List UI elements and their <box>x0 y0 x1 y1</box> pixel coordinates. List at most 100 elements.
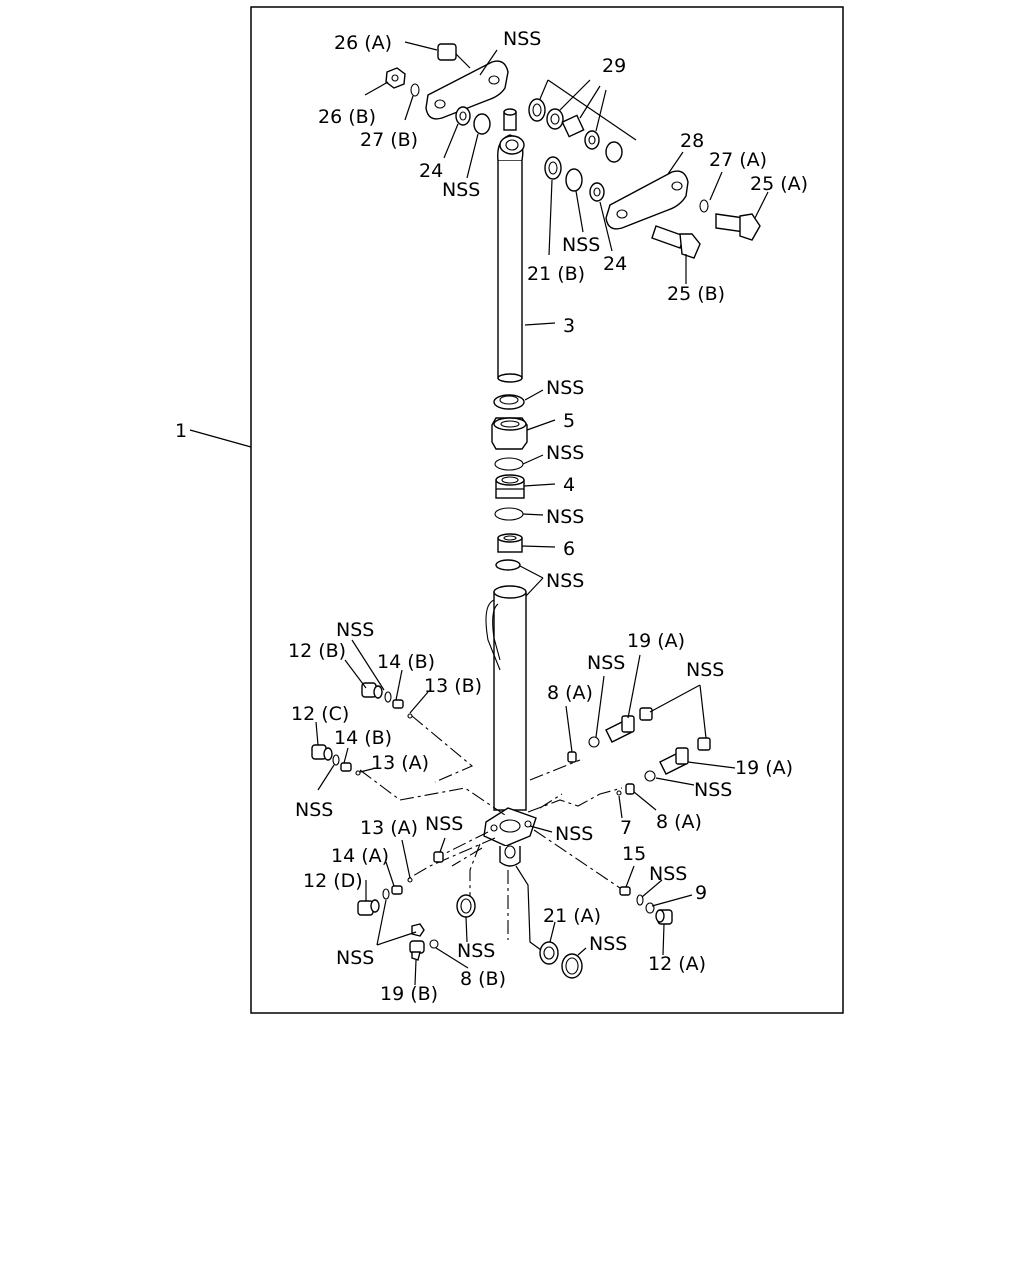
washer-nss-19a <box>588 736 600 748</box>
bolt-25a <box>715 213 761 241</box>
label-nss-d: NSS <box>546 570 584 592</box>
label-8a-2: 8 (A) <box>656 811 702 833</box>
spring-14a <box>391 885 403 895</box>
label-nss-12b: NSS <box>336 619 374 641</box>
spring-14b-1 <box>392 699 404 709</box>
label-nss-19-right: NSS <box>686 659 724 681</box>
bushing-4 <box>495 474 525 499</box>
plug-12c <box>311 744 333 761</box>
cap-nss-right-1 <box>639 707 653 721</box>
label-13a-1: 13 (A) <box>371 752 429 774</box>
label-12a: 12 (A) <box>648 953 706 975</box>
label-nss-top: NSS <box>503 28 541 50</box>
label-12c: 12 (C) <box>291 703 349 725</box>
label-9: 9 <box>695 882 707 904</box>
label-8b: 8 (B) <box>460 968 506 990</box>
fitting-19a-2 <box>659 747 689 775</box>
pin-nss-13a <box>433 851 444 863</box>
bolt-25b <box>651 225 701 259</box>
label-14b-2: 14 (B) <box>334 727 392 749</box>
label-nss-24: NSS <box>442 179 480 201</box>
label-7: 7 <box>620 817 632 839</box>
label-29: 29 <box>602 55 626 77</box>
label-nss-12c: NSS <box>295 799 333 821</box>
shaft-3 <box>497 108 525 383</box>
label-19b: 19 (B) <box>380 983 438 1005</box>
label-nss-21b: NSS <box>562 234 600 256</box>
label-26b: 26 (B) <box>318 106 376 128</box>
label-13b: 13 (B) <box>424 675 482 697</box>
washer-nss-12c <box>332 754 340 766</box>
seal-nss-a <box>493 394 525 410</box>
pin-8a-1 <box>567 751 577 763</box>
label-24-left: 24 <box>419 160 443 182</box>
label-nss-a: NSS <box>546 377 584 399</box>
nut-5 <box>491 417 528 450</box>
label-27b: 27 (B) <box>360 129 418 151</box>
pin-8a-2 <box>625 783 635 795</box>
label-15: 15 <box>622 843 646 865</box>
label-nss-21a: NSS <box>589 933 627 955</box>
plug-12d <box>357 899 380 916</box>
label-25b: 25 (B) <box>667 283 725 305</box>
label-nss-13a: NSS <box>425 813 463 835</box>
label-nss-c: NSS <box>546 506 584 528</box>
label-nss-b: NSS <box>546 442 584 464</box>
ring-nss-21a <box>561 953 583 979</box>
label-21b: 21 (B) <box>527 263 585 285</box>
spacer-6 <box>497 533 523 553</box>
washer-14a <box>382 888 390 900</box>
column-tube <box>485 585 527 811</box>
label-21a: 21 (A) <box>543 905 601 927</box>
oring-nss-b <box>494 457 524 471</box>
ring-nss-21b <box>565 168 583 192</box>
label-12b: 12 (B) <box>288 640 346 662</box>
ring-24-left <box>455 106 471 126</box>
plug-12a <box>655 909 673 925</box>
label-27a: 27 (A) <box>709 149 767 171</box>
fitting-19a-1 <box>605 715 635 743</box>
label-5: 5 <box>563 410 575 432</box>
washer-27a <box>699 199 709 213</box>
washer-9 <box>645 902 655 914</box>
ball-13a-2 <box>407 877 413 883</box>
label-24-right: 24 <box>603 253 627 275</box>
washer-8b <box>429 939 439 949</box>
label-nss-block: NSS <box>555 823 593 845</box>
label-8a-1: 8 (A) <box>547 682 593 704</box>
washer-27b <box>410 83 420 97</box>
label-nss-15: NSS <box>649 863 687 885</box>
nut-nss-12d <box>411 923 425 937</box>
label-26a: 26 (A) <box>334 32 392 54</box>
right-bracket-28 <box>605 170 689 230</box>
label-nss-12d: NSS <box>336 947 374 969</box>
label-28: 28 <box>680 130 704 152</box>
lower-block <box>483 807 537 867</box>
label-19a-2: 19 (A) <box>735 757 793 779</box>
oring-nss-c <box>494 507 524 521</box>
label-14b-1: 14 (B) <box>377 651 435 673</box>
label-25a: 25 (A) <box>750 173 808 195</box>
ring-nss-left <box>473 113 491 135</box>
ring-nss-d <box>495 559 521 571</box>
label-6: 6 <box>563 538 575 560</box>
assembly-frame <box>250 6 844 1014</box>
ring-24-right <box>589 182 605 202</box>
label-nss-19a: NSS <box>587 652 625 674</box>
label-19a-1: 19 (A) <box>627 630 685 652</box>
label-14a: 14 (A) <box>331 845 389 867</box>
ring-nss-8b <box>456 894 476 918</box>
cap-nss-right-2 <box>697 737 711 751</box>
ball-7 <box>616 790 622 796</box>
plug-12b <box>361 682 383 699</box>
spring-14b-2 <box>340 762 352 772</box>
ball-13a-1 <box>355 770 361 776</box>
bearing-set-29 <box>528 79 637 163</box>
fitting-19b <box>409 940 425 961</box>
leader-1 <box>189 429 252 448</box>
nut-26b <box>385 67 406 89</box>
washer-nss-15 <box>636 894 644 906</box>
washer-nss-12b <box>384 691 392 703</box>
label-13a-2: 13 (A) <box>360 817 418 839</box>
